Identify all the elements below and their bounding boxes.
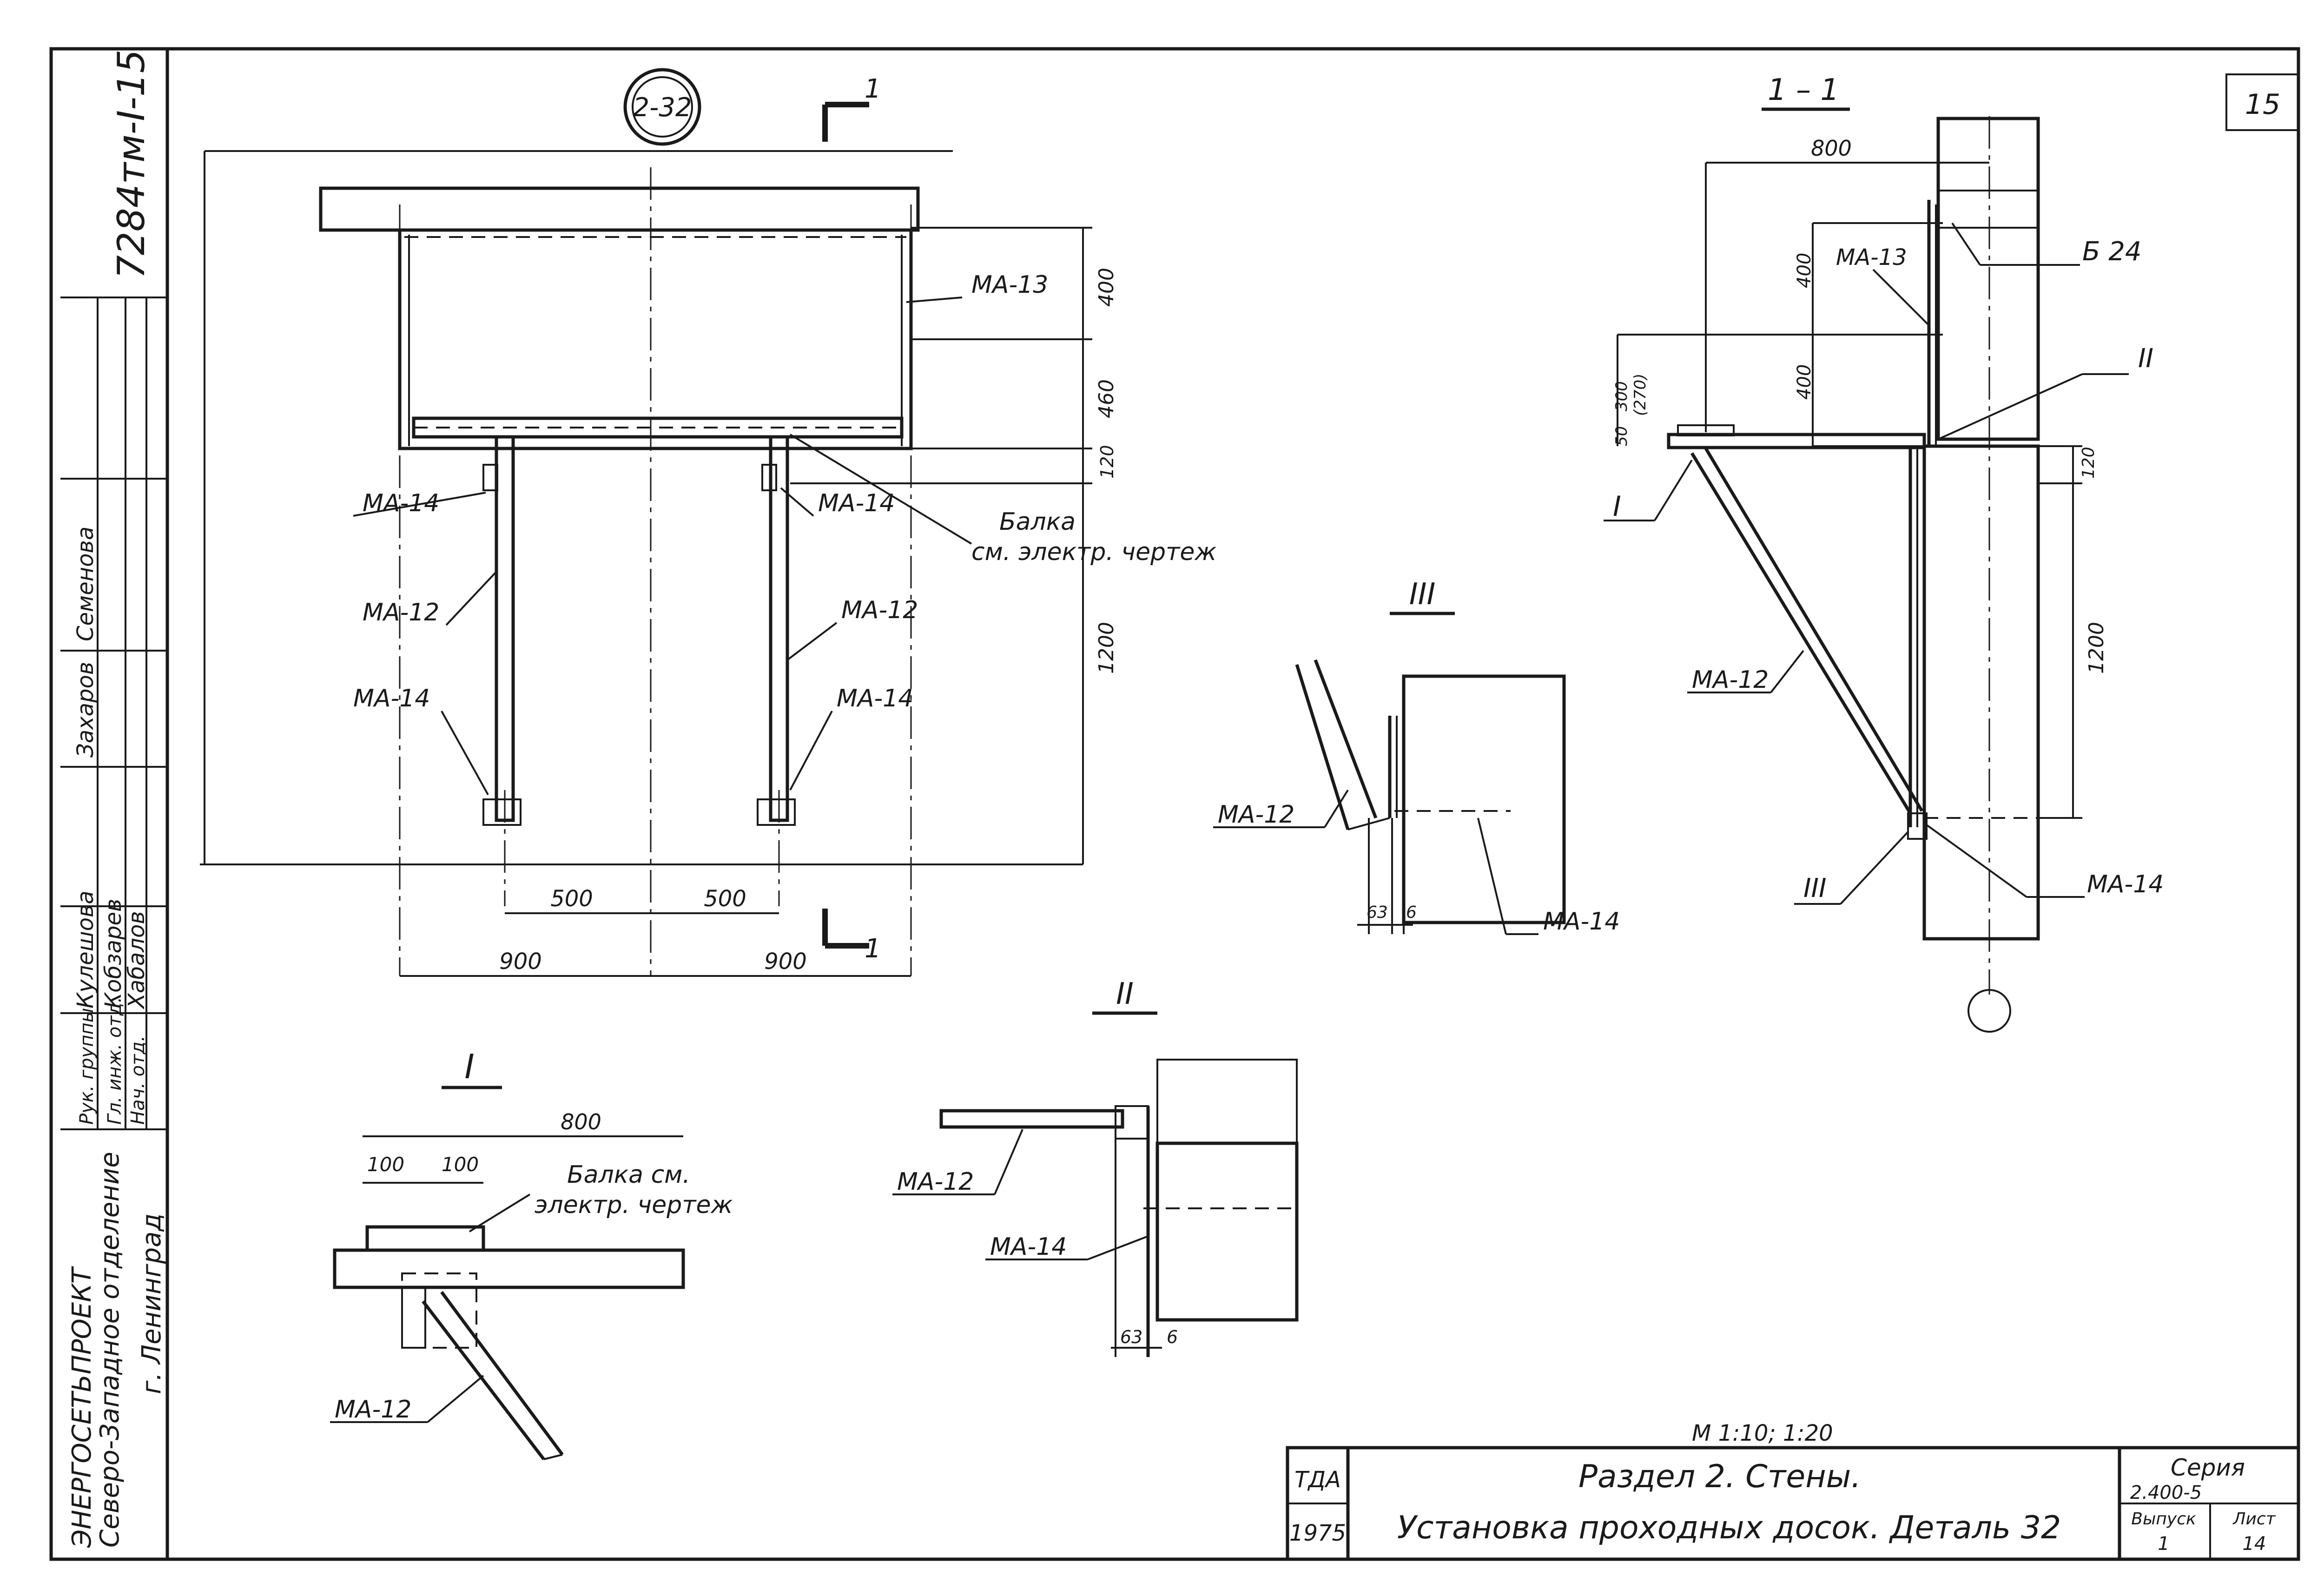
dim-120-main: 120	[1097, 445, 1117, 479]
label-ma13-main: МА-13	[971, 271, 1048, 299]
tb-series: 2.400-5	[2130, 1482, 2202, 1503]
detail-III: III 63 6 МА-12 МА-14	[1213, 577, 1620, 936]
dim-900-right: 900	[764, 949, 807, 975]
dim-800-section: 800	[1811, 136, 1852, 161]
dim-460-main: 460	[1095, 379, 1118, 418]
outer-frame	[49, 47, 2300, 1561]
stamp-branch: Северо-Западное отделение	[95, 1152, 125, 1548]
title-block: М 1:10; 1:20 ТДА 1975 Раздел 2. Стены. У…	[1286, 1420, 2300, 1561]
label-ma14-main-3: МА-14	[353, 685, 430, 712]
dim-270-section: (270)	[1631, 374, 1650, 416]
stamp-role-3: Нач. отд.	[127, 1035, 149, 1125]
stamp-name-3: Хабалов	[124, 911, 150, 1010]
stamp-extra-2: Захаров	[73, 662, 99, 758]
cut-mark-top: 1	[865, 74, 881, 104]
scale-note: М 1:10; 1:20	[1692, 1420, 1833, 1446]
dim-400-main: 400	[1095, 268, 1118, 307]
sheet-number: 15	[2245, 88, 2280, 121]
tb-year: 1975	[1289, 1520, 1346, 1546]
label-beam-I-2: электр. чертеж	[535, 1191, 733, 1219]
label-ma12-section: МА-12	[1692, 666, 1769, 694]
label-ma14-main-2: МА-14	[818, 489, 895, 517]
tb-line1: Раздел 2. Стены.	[1578, 1458, 1861, 1495]
label-ma12-II: МА-12	[897, 1168, 974, 1196]
label-ma14-main-4: МА-14	[837, 685, 913, 712]
post-left	[495, 435, 515, 822]
dim-400-section-2: 400	[1794, 364, 1815, 400]
label-beam-1: Балка	[999, 508, 1076, 536]
tb-issue: 1	[2158, 1533, 2169, 1555]
label-ma12-main-1: МА-12	[363, 599, 439, 626]
cut-mark-bottom: 1	[865, 934, 881, 964]
detail-marker: 2-32	[633, 92, 692, 123]
stamp-role-2: Гл. инж. отд.	[104, 997, 125, 1125]
stamp-org: ЭНЕРГОСЕТЬПРОЕКТ	[67, 1266, 97, 1548]
dim-900-left: 900	[499, 949, 542, 975]
dim-1200-main: 1200	[1095, 622, 1118, 674]
tb-org: ТДА	[1294, 1467, 1341, 1493]
tb-sheet: 14	[2243, 1533, 2266, 1555]
post-right	[769, 435, 789, 822]
slab	[319, 186, 920, 232]
dim-400-section-1: 400	[1794, 253, 1815, 288]
stamp-city: г. Ленинград	[137, 1213, 167, 1394]
label-b24: Б 24	[2082, 237, 2141, 267]
tb-sheet-label: Лист	[2232, 1509, 2276, 1529]
main-elevation: 2-32 1 1	[200, 68, 1216, 977]
label-beam-2: см. электр. чертеж	[971, 538, 1216, 566]
detail-III-title: III	[1409, 577, 1436, 612]
detail-II-title: II	[1116, 977, 1134, 1011]
dim-1200-section: 1200	[2085, 622, 2108, 674]
detail-marker-circle	[623, 68, 701, 146]
stamp-role-1: Рук. группы	[76, 1008, 98, 1125]
label-beam-I-1: Балка см.	[567, 1161, 690, 1189]
dim-100-I-1: 100	[367, 1153, 404, 1176]
stamp-name-2: Кобзарев	[100, 899, 126, 1008]
tb-line2: Установка проходных досок. Деталь 32	[1397, 1509, 2061, 1546]
sheet-number-box	[2225, 73, 2299, 131]
dim-63-II: 63	[1120, 1327, 1142, 1347]
label-ma14-II: МА-14	[990, 1233, 1067, 1261]
dim-6-II: 6	[1167, 1327, 1178, 1347]
label-ma12-III: МА-12	[1218, 801, 1294, 829]
detail-I: I 800 100 100 Балка см. электр. чертеж М…	[330, 1047, 733, 1461]
archive-number: 7284тм-I-15	[110, 49, 153, 279]
tb-issue-label: Выпуск	[2131, 1509, 2196, 1529]
stamp-name-1: Кулешова	[73, 890, 99, 1008]
dim-120-section: 120	[2079, 447, 2098, 479]
dim-500-left: 500	[550, 886, 593, 912]
section-title: 1 – 1	[1768, 73, 1839, 107]
label-ma12-I: МА-12	[335, 1396, 411, 1424]
dim-300-section: 300	[1612, 381, 1631, 411]
detail-I-title: I	[464, 1047, 474, 1086]
label-ma14-III: МА-14	[1543, 908, 1620, 936]
dim-63-III: 63	[1367, 903, 1388, 922]
section-1-1: 1 – 1 800 400 400	[1604, 73, 2164, 1033]
stamp-extra-1: Семенова	[73, 527, 99, 641]
dim-800-I: 800	[561, 1109, 601, 1134]
detail-II: II 63 6 МА-12 МА-14	[892, 977, 1299, 1357]
dim-100-I-2: 100	[442, 1153, 479, 1176]
dim-50-section: 50	[1612, 426, 1631, 446]
label-ma12-main-2: МА-12	[841, 596, 918, 624]
frame	[398, 228, 913, 450]
mark-III-section: III	[1803, 873, 1827, 903]
label-ma13-section: МА-13	[1836, 244, 1907, 270]
side-stamp: 7284тм-I-15 ЭНЕРГОСЕТЬПРОЕКТ Северо-Запа…	[60, 49, 169, 1559]
mark-II-section: II	[2138, 343, 2153, 374]
dim-500-right: 500	[704, 886, 746, 912]
label-ma14-section: МА-14	[2087, 870, 2164, 898]
dim-6-III: 6	[1406, 903, 1417, 922]
tb-series-label: Серия	[2171, 1454, 2245, 1481]
mark-I-section: I	[1613, 490, 1621, 523]
